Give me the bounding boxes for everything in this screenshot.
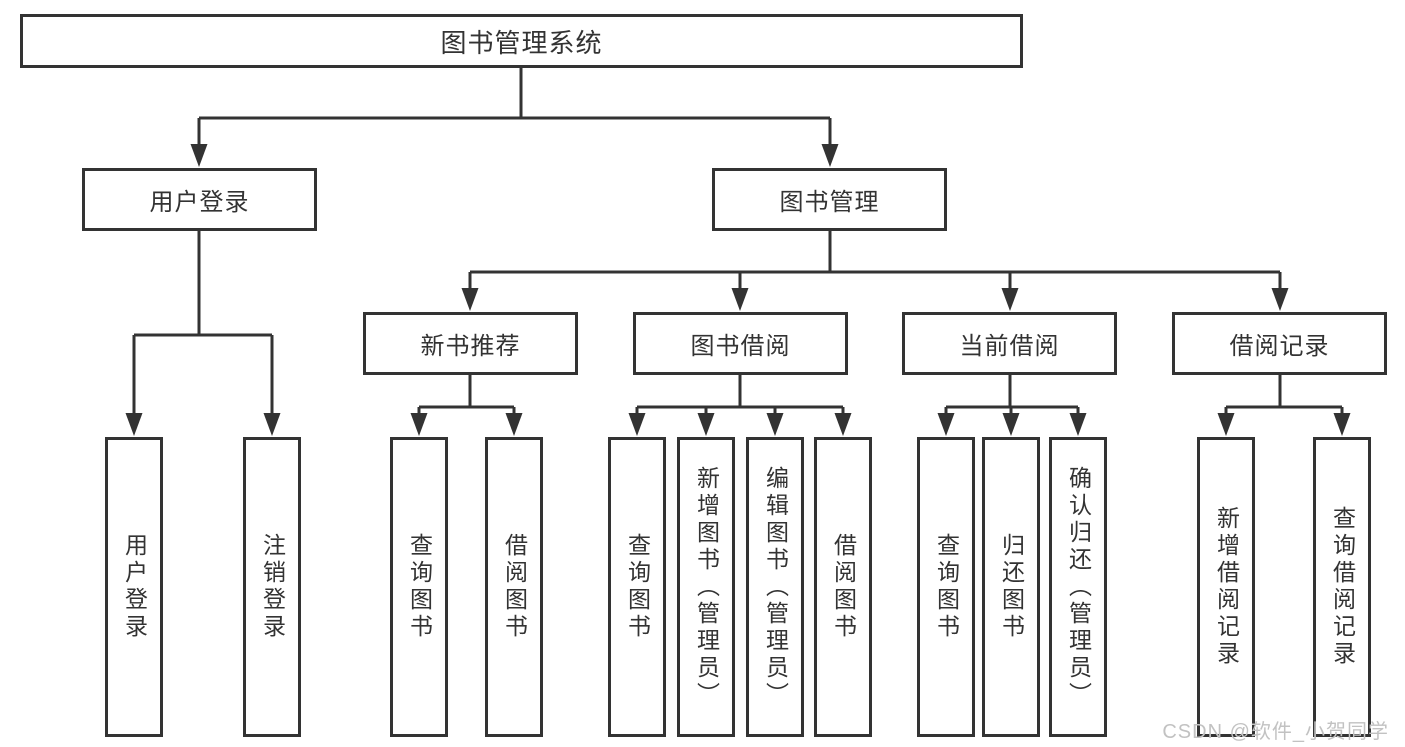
leaf-borrow-query: 查询图书 (608, 437, 666, 737)
leaf-current-return: 归还图书 (982, 437, 1040, 737)
leaf-borrow-borrow: 借阅图书 (814, 437, 872, 737)
node-current-borrow-label: 当前借阅 (959, 333, 1060, 360)
node-user-login-label: 用户登录 (149, 189, 250, 216)
leaf-borrow-add-label: 新增图书（管理员） (693, 465, 720, 709)
node-book-mgmt-label: 图书管理 (779, 189, 880, 216)
node-borrow-records: 借阅记录 (1172, 312, 1387, 375)
connector-paths (132, 68, 1344, 422)
leaf-user-login-label: 用户登录 (121, 533, 148, 641)
node-borrow-records-label: 借阅记录 (1229, 333, 1330, 360)
leaf-borrow-query-label: 查询图书 (624, 533, 651, 641)
node-new-books: 新书推荐 (363, 312, 578, 375)
leaf-current-return-label: 归还图书 (998, 533, 1025, 641)
node-book-mgmt: 图书管理 (712, 168, 947, 231)
node-user-login: 用户登录 (82, 168, 317, 231)
leaf-borrow-edit-label: 编辑图书（管理员） (762, 465, 789, 709)
leaf-borrow-add: 新增图书（管理员） (677, 437, 735, 737)
leaf-newbooks-borrow-label: 借阅图书 (501, 533, 528, 641)
leaf-current-query-label: 查询图书 (933, 533, 960, 641)
leaf-current-confirm: 确认归还（管理员） (1049, 437, 1107, 737)
leaf-newbooks-borrow: 借阅图书 (485, 437, 543, 737)
leaf-records-add: 新增借阅记录 (1197, 437, 1255, 737)
leaf-current-confirm-label: 确认归还（管理员） (1065, 465, 1092, 709)
leaf-borrow-borrow-label: 借阅图书 (830, 533, 857, 641)
leaf-records-query: 查询借阅记录 (1313, 437, 1371, 737)
leaf-records-query-label: 查询借阅记录 (1329, 506, 1356, 668)
leaf-newbooks-query: 查询图书 (390, 437, 448, 737)
leaf-borrow-edit: 编辑图书（管理员） (746, 437, 804, 737)
leaf-current-query: 查询图书 (917, 437, 975, 737)
watermark: CSDN @软件_小贺同学 (1162, 721, 1389, 743)
node-new-books-label: 新书推荐 (420, 333, 521, 360)
node-root-label: 图书管理系统 (440, 27, 603, 58)
arrowheads (125, 144, 1351, 436)
leaf-logout-label: 注销登录 (259, 533, 286, 641)
leaf-records-add-label: 新增借阅记录 (1213, 506, 1240, 668)
node-book-borrow: 图书借阅 (633, 312, 848, 375)
node-book-borrow-label: 图书借阅 (690, 333, 791, 360)
leaf-logout: 注销登录 (243, 437, 301, 737)
node-root-system: 图书管理系统 (20, 14, 1023, 68)
node-current-borrow: 当前借阅 (902, 312, 1117, 375)
leaf-user-login: 用户登录 (105, 437, 163, 737)
leaf-newbooks-query-label: 查询图书 (406, 533, 433, 641)
